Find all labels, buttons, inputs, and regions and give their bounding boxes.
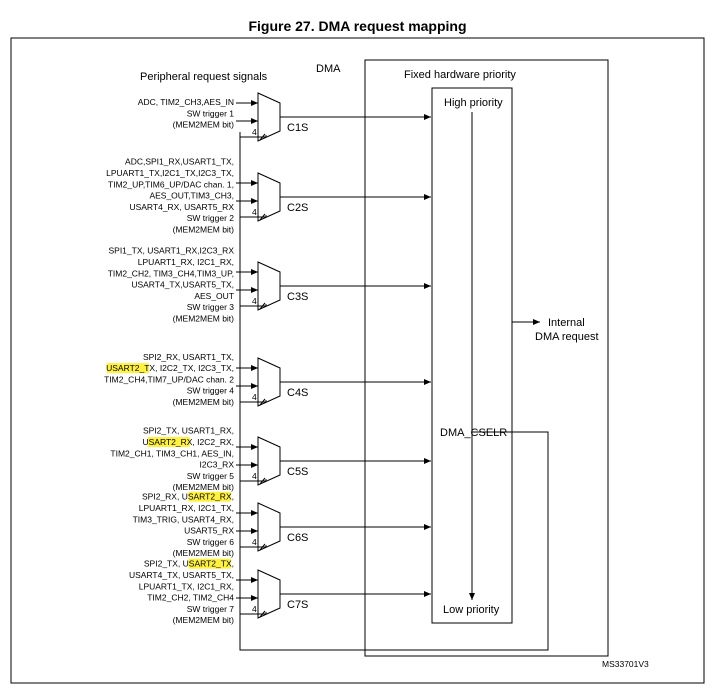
dma-label: DMA bbox=[316, 63, 341, 75]
highlighted-signal: USART2_TX bbox=[106, 363, 155, 373]
signal-label: LPUART1_TX, I2C1_RX, bbox=[139, 581, 234, 591]
channel-name: C5S bbox=[287, 466, 308, 478]
signal-label: TIM2_CH2, TIM2_CH4 bbox=[147, 593, 234, 603]
signal-label: TIM2_CH1, TIM3_CH1, AES_IN, bbox=[110, 448, 234, 458]
signal-label: ADC,SPI1_RX,USART1_TX, bbox=[125, 157, 234, 167]
mux-icon bbox=[257, 569, 281, 619]
bus-width-label: 4 bbox=[252, 471, 257, 481]
signal-label: USART4_TX,USART5_TX, bbox=[131, 280, 234, 290]
signal-label: (MEM2MEM bit) bbox=[173, 314, 235, 324]
highlighted-signal: USART2_RX bbox=[143, 437, 193, 447]
signal-label: LPUART1_TX,I2C1_TX,I2C3_TX, bbox=[106, 168, 234, 178]
signal-label: TIM2_CH4,TIM7_UP/DAC chan. 2 bbox=[104, 374, 234, 384]
mux-icon bbox=[257, 502, 281, 552]
channel-name: C1S bbox=[287, 122, 308, 134]
signal-label: (MEM2MEM bit) bbox=[173, 548, 235, 558]
signal-label: TIM2_CH2, TIM3_CH4,TIM3_UP, bbox=[108, 268, 234, 278]
signal-label: (MEM2MEM bit) bbox=[173, 482, 235, 492]
signal-label: USART4_RX, USART5_RX bbox=[129, 202, 234, 212]
cselr-bus bbox=[239, 132, 549, 651]
channel-name: C7S bbox=[287, 599, 308, 611]
highlight-box bbox=[188, 558, 231, 569]
outer-frame bbox=[10, 37, 705, 684]
dma-block bbox=[364, 59, 609, 657]
peripheral-label: Peripheral request signals bbox=[140, 71, 268, 83]
bus-width-label: 4 bbox=[252, 537, 257, 547]
dma-request-label: DMA request bbox=[535, 331, 599, 343]
signal-label: USART2_TX, I2C2_TX, I2C3_TX, bbox=[106, 363, 234, 373]
mux-icon bbox=[257, 92, 281, 142]
signal-label: SW trigger 5 bbox=[187, 471, 235, 481]
signal-label: TIM2_UP,TIM6_UP/DAC chan. 1, bbox=[108, 179, 234, 189]
bus-width-label: 4 bbox=[252, 127, 257, 137]
signal-label: (MEM2MEM bit) bbox=[173, 225, 235, 235]
signal-label: LPUART1_RX, I2C1_RX, bbox=[138, 257, 234, 267]
figure-code: MS33701V3 bbox=[602, 659, 649, 669]
channel-name: C3S bbox=[287, 291, 308, 303]
bus-slash bbox=[259, 398, 266, 406]
bus-slash bbox=[259, 213, 266, 221]
signal-label: (MEM2MEM bit) bbox=[173, 615, 235, 625]
mux-icon bbox=[257, 172, 281, 222]
channel-name: C2S bbox=[287, 202, 308, 214]
bus-width-label: 4 bbox=[252, 296, 257, 306]
signal-label: SW trigger 1 bbox=[187, 108, 235, 118]
priority-box bbox=[431, 87, 513, 624]
signal-label: TIM3_TRIG, USART4_RX, bbox=[133, 514, 234, 524]
fixed-priority-label: Fixed hardware priority bbox=[404, 69, 516, 81]
bus-slash bbox=[259, 610, 266, 618]
bus-slash bbox=[259, 477, 266, 485]
bus-slash bbox=[259, 302, 266, 310]
signal-label: LPUART1_RX, I2C1_TX, bbox=[139, 503, 234, 513]
mux-icon bbox=[257, 261, 281, 311]
signal-label: SW trigger 6 bbox=[187, 537, 235, 547]
highlight-box bbox=[106, 363, 149, 374]
signal-label: USART2_RX, I2C2_RX, bbox=[143, 437, 235, 447]
signal-label: AES_OUT bbox=[194, 291, 234, 301]
signal-label: SPI2_RX, USART1_TX, bbox=[143, 352, 234, 362]
channel-2: ADC,SPI1_RX,USART1_TX,LPUART1_TX,I2C1_TX… bbox=[106, 157, 431, 235]
bus-slash bbox=[259, 543, 266, 551]
signal-label: (MEM2MEM bit) bbox=[173, 397, 235, 407]
channel-name: C6S bbox=[287, 532, 308, 544]
signal-label: SPI2_RX, USART2_RX, bbox=[142, 492, 234, 502]
channel-7: SPI2_TX, USART2_TX,USART4_TX, USART5_TX,… bbox=[129, 558, 431, 625]
signal-label: SPI1_TX, USART1_RX,I2C3_RX bbox=[108, 246, 234, 256]
figure-title: Figure 27. DMA request mapping bbox=[248, 18, 467, 34]
cselr-label: DMA_CSELR bbox=[440, 427, 507, 439]
bus-slash bbox=[259, 133, 266, 141]
channel-5: SPI2_TX, USART1_RX,USART2_RX, I2C2_RX,TI… bbox=[110, 426, 431, 492]
high-priority-label: High priority bbox=[444, 97, 503, 109]
signal-label: (MEM2MEM bit) bbox=[173, 120, 235, 130]
signal-label: ADC, TIM2_CH3,AES_IN bbox=[138, 97, 234, 107]
low-priority-label: Low priority bbox=[443, 604, 500, 616]
signal-label: I2C3_RX bbox=[200, 460, 235, 470]
highlighted-signal: USART2_TX bbox=[183, 559, 232, 569]
highlighted-signal: USART2_RX bbox=[182, 492, 232, 502]
signal-label: SW trigger 2 bbox=[187, 213, 235, 223]
channel-name: C4S bbox=[287, 387, 308, 399]
mux-icon bbox=[257, 436, 281, 486]
channel-4: SPI2_RX, USART1_TX,USART2_TX, I2C2_TX, I… bbox=[104, 352, 431, 407]
highlight-box bbox=[188, 491, 231, 502]
signal-label: AES_OUT,TIM3_CH3, bbox=[149, 191, 234, 201]
signal-label: USART5_RX bbox=[184, 526, 234, 536]
channel-6: SPI2_RX, USART2_RX,LPUART1_RX, I2C1_TX,T… bbox=[133, 491, 431, 558]
internal-label: Internal bbox=[548, 317, 585, 329]
mux-icon bbox=[257, 357, 281, 407]
highlight-box bbox=[147, 437, 190, 447]
bus-width-label: 4 bbox=[252, 392, 257, 402]
bus-width-label: 4 bbox=[252, 604, 257, 614]
signal-label: SPI2_TX, USART1_RX, bbox=[143, 426, 234, 436]
bus-width-label: 4 bbox=[252, 207, 257, 217]
signal-label: SW trigger 3 bbox=[187, 302, 235, 312]
signal-label: USART4_TX, USART5_TX, bbox=[129, 570, 234, 580]
signal-label: SPI2_TX, USART2_TX, bbox=[144, 559, 234, 569]
signal-label: SW trigger 4 bbox=[187, 386, 235, 396]
signal-label: SW trigger 7 bbox=[187, 604, 235, 614]
